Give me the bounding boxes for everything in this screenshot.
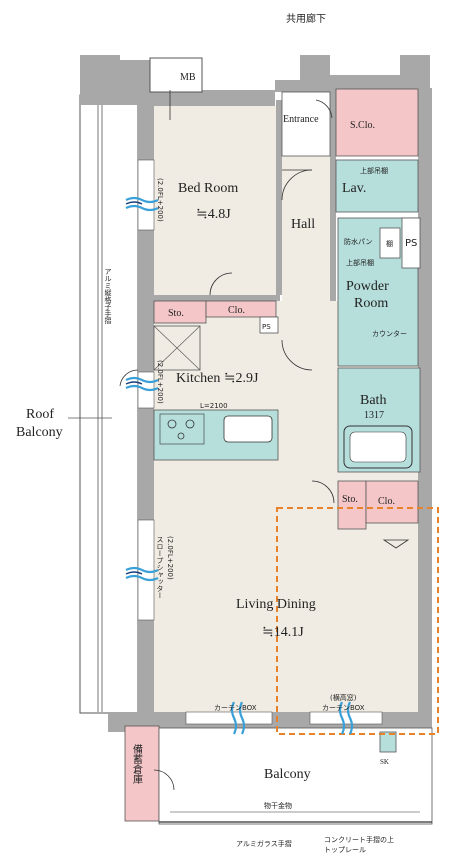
ps-small-area [259, 316, 279, 334]
sclo-label: S.Clo. [350, 120, 375, 131]
curtain-box-2-label: カーテンBOX [322, 704, 365, 712]
sk-label: SK [380, 758, 389, 766]
living-window-note-line-1: スロープシャッター [156, 536, 164, 599]
burner-icon [167, 419, 195, 440]
sto-1-label: Sto. [168, 308, 184, 319]
ps-right-label: PS [405, 238, 417, 249]
corridor-label: 共用廊下 [286, 12, 326, 25]
waterproof-pan-label: 防水パン [344, 237, 372, 246]
ps-small-label: PS [262, 323, 271, 331]
powder-room-label-line-2: Room [354, 296, 388, 311]
upper-shelf-1-label: 上部吊棚 [360, 166, 388, 175]
living-area-label: ≒14.1J [262, 625, 304, 640]
roof-balcony-label: Roof Balcony [16, 407, 63, 440]
ps-right-area [401, 217, 421, 269]
sto-2-label: Sto. [342, 494, 358, 505]
clo-2-label: Clo. [378, 496, 395, 507]
bath-size-label: 1317 [364, 410, 384, 421]
powder-room-label: Powder Room [346, 279, 392, 311]
lav-area [335, 159, 419, 213]
storage-warehouse-area [124, 725, 160, 822]
bed-window-note: (2.0FL+200) [156, 178, 164, 222]
concrete-rail-label-line-2: トップレール [324, 846, 366, 854]
airflow-icon [125, 196, 354, 735]
roof-balcony-label-line-2: Balcony [16, 425, 63, 440]
clo-1-area [205, 300, 277, 318]
living-dining-label: Living Dining [236, 597, 316, 612]
bedroom-label: Bed Room [178, 181, 238, 196]
balcony-label: Balcony [264, 767, 311, 782]
sclo-area [335, 88, 419, 157]
shelf-label: 棚 [386, 239, 393, 248]
roof-balcony-label-line-1: Roof [26, 407, 54, 422]
high-window-label: (横高窓) [330, 693, 357, 702]
concrete-rail-label-line-1: コンクリート手摺の上 [324, 835, 394, 844]
living-window [137, 519, 155, 621]
sto-2-area [337, 480, 367, 530]
living-window-bottom-2 [309, 711, 383, 725]
powder-room-label-line-1: Powder [346, 279, 389, 294]
living-window-note-line-2: (2.0FL+200) [166, 536, 174, 580]
living-window-note-2: (2.0FL+200) [166, 536, 174, 580]
living-window-note: スロープシャッター [156, 536, 164, 599]
highlight-box [276, 507, 439, 735]
living-window-bottom-1 [185, 711, 273, 725]
kitchen-sink [223, 415, 273, 443]
counter-label: カウンター [372, 329, 407, 338]
sk-box [379, 731, 397, 753]
bath-label: Bath [360, 393, 386, 408]
hall-lower-floor [280, 341, 336, 481]
upper-shelf-2-label: 上部吊棚 [346, 258, 374, 267]
doors [119, 90, 410, 791]
bed-window [137, 159, 155, 231]
clothes-rail-label: 物干金物 [264, 801, 292, 810]
clo-1-label: Clo. [228, 305, 245, 316]
airflow-icon-dark [125, 201, 143, 575]
entrance-label: Entrance [283, 114, 319, 125]
mb-label: MB [180, 72, 196, 83]
lav-label: Lav. [342, 181, 366, 196]
bedroom-floor [154, 106, 276, 295]
aluminum-rail-label: アルミ縦格子手摺 [104, 268, 112, 325]
concrete-rail-label: コンクリート手摺の上 トップレール [324, 835, 396, 854]
kitchen-label: Kitchen ≒2.9J [176, 371, 259, 386]
kitchen-cooktop [159, 413, 205, 445]
shelf-area [379, 227, 401, 259]
kitchen-window-note: (2.0FL+200) [156, 360, 164, 404]
clo-2-area [365, 480, 419, 524]
kitchen-l-label: L=2100 [200, 402, 228, 410]
roof-balcony-area [79, 94, 139, 714]
glass-rail-label: アルミガラス手摺 [236, 839, 292, 848]
curtain-box-1-label: カーテンBOX [214, 704, 257, 712]
bedroom-area-label: ≒4.8J [196, 207, 231, 222]
hall-label: Hall [291, 217, 315, 232]
storage-label: 備蓄倉庫 [131, 743, 143, 785]
